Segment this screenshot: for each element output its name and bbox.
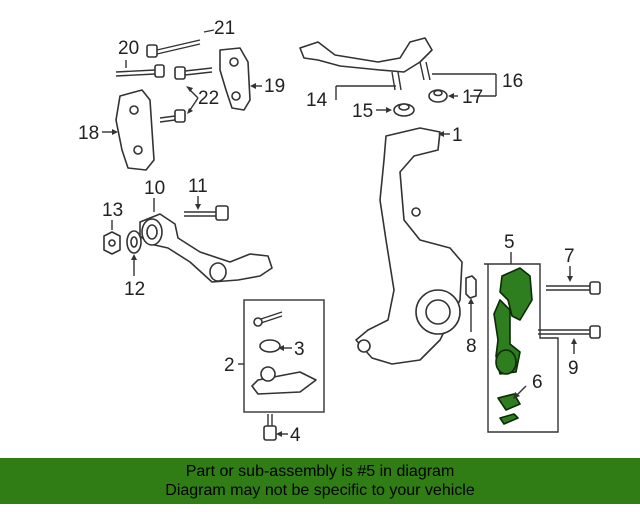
- part-5-arm-highlighted[interactable]: [493, 267, 533, 425]
- callout-18: 18: [78, 123, 99, 144]
- callout-16: 16: [502, 71, 523, 92]
- part-13-nut[interactable]: [103, 231, 121, 255]
- banner-line-2: Diagram may not be specific to your vehi…: [165, 482, 475, 499]
- callout-1: 1: [452, 125, 463, 146]
- callout-2: 2: [224, 355, 235, 376]
- part-9-bolt[interactable]: [538, 325, 601, 339]
- callout-5: 5: [504, 232, 515, 253]
- part-3-cotter-pin[interactable]: [253, 311, 283, 327]
- callout-6: 6: [532, 372, 543, 393]
- callout-4: 4: [290, 425, 301, 446]
- parts-diagram: 21 20 19 22 18 14 15 16 17 1 10 11 13 12…: [78, 18, 601, 446]
- part-11-bolt[interactable]: [184, 205, 229, 221]
- part-2-ball-joint[interactable]: [251, 366, 317, 395]
- part-18-bracket[interactable]: [115, 89, 155, 171]
- sub-assembly-5-box: [484, 263, 559, 433]
- callout-9: 9: [568, 358, 579, 379]
- callout-19: 19: [264, 76, 285, 97]
- info-banner: Part or sub-assembly is #5 in diagram Di…: [0, 458, 640, 504]
- part-4-bolt[interactable]: [263, 414, 277, 441]
- banner-line-1: Part or sub-assembly is #5 in diagram: [185, 463, 455, 480]
- part-22-bolt[interactable]: [159, 66, 213, 123]
- callout-7: 7: [564, 246, 575, 267]
- part-17-nut[interactable]: [428, 89, 448, 103]
- part-10-lower-arm[interactable]: [139, 213, 273, 283]
- part-20-bolt[interactable]: [115, 64, 165, 78]
- callout-11: 11: [188, 176, 208, 197]
- callout-21: 21: [214, 18, 235, 39]
- callout-8: 8: [466, 336, 477, 357]
- callout-3: 3: [294, 339, 305, 360]
- callout-15: 15: [352, 101, 373, 122]
- callout-13: 13: [102, 200, 123, 221]
- part-7-bolt[interactable]: [546, 281, 601, 295]
- callout-20: 20: [118, 38, 139, 59]
- part-12-washer[interactable]: [126, 230, 142, 254]
- part-21-bolt[interactable]: [146, 39, 201, 58]
- kit-2-box: [243, 299, 325, 413]
- part-8-bolt[interactable]: [465, 275, 477, 299]
- callout-17: 17: [462, 87, 483, 108]
- callout-22: 22: [198, 88, 219, 109]
- callout-14: 14: [306, 90, 328, 111]
- part-1-steering-knuckle[interactable]: [355, 127, 463, 365]
- callout-12: 12: [124, 279, 145, 300]
- part-3-nut[interactable]: [259, 339, 281, 353]
- part-19-bracket[interactable]: [219, 47, 251, 111]
- part-14-upper-arm[interactable]: [299, 37, 433, 91]
- part-15-nut[interactable]: [393, 103, 415, 117]
- callout-10: 10: [144, 178, 165, 199]
- leader-lines: [102, 29, 577, 437]
